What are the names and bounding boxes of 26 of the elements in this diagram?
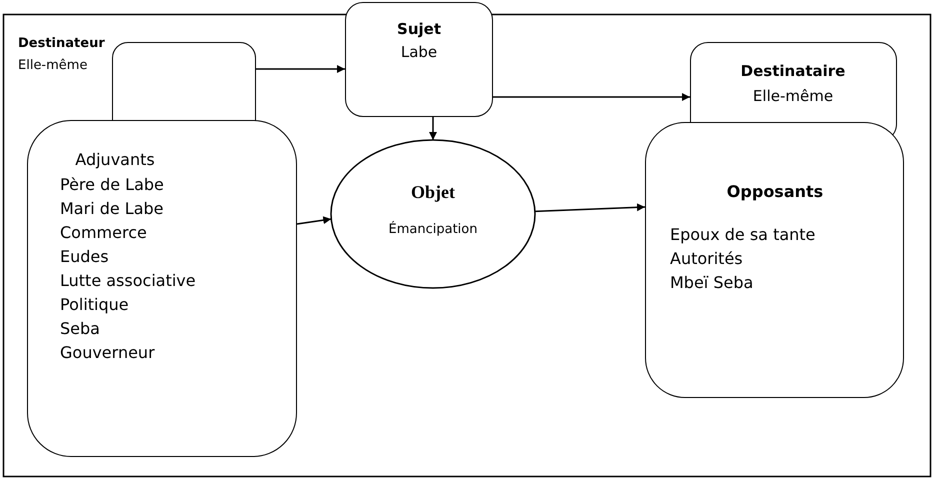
- label: Epoux de sa tante: [670, 225, 816, 244]
- label: Lutte associative: [60, 271, 196, 290]
- arrow: [429, 117, 437, 140]
- heading: Opposants: [726, 182, 824, 202]
- heading: Adjuvants: [75, 150, 155, 170]
- label: Autorités: [670, 249, 743, 268]
- heading: Destinateur: [18, 36, 105, 52]
- label: Labe: [400, 43, 438, 61]
- heading: Objet: [411, 182, 455, 204]
- arrow: [493, 93, 690, 101]
- label: Seba: [60, 319, 100, 338]
- label: Elle-même: [752, 87, 834, 105]
- label: Eudes: [60, 247, 109, 266]
- heading: Destinataire: [740, 62, 846, 80]
- label: Émancipation: [388, 222, 478, 238]
- label: Mbeï Seba: [670, 273, 754, 292]
- arrow: [534, 203, 646, 212]
- label: Elle-même: [18, 58, 88, 74]
- heading: Sujet: [397, 20, 441, 38]
- label: Commerce: [60, 223, 147, 242]
- label: Politique: [60, 295, 129, 314]
- label: Père de Labe: [60, 175, 164, 194]
- arrow: [256, 65, 345, 73]
- arrow: [296, 216, 332, 225]
- label: Gouverneur: [60, 343, 155, 362]
- label: Mari de Labe: [60, 199, 164, 218]
